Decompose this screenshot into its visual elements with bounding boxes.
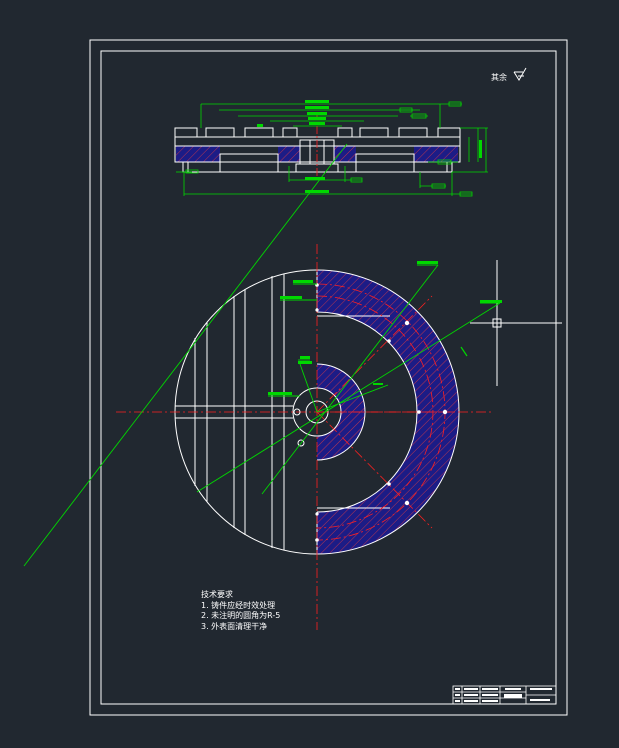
tech-requirement-item: 2. 未注明的圆角为R-5 [201,611,281,620]
section-view [174,100,488,197]
tech-requirements-title: 技术要求 [201,590,233,599]
roughness-note: 其余 [491,73,507,82]
technical-requirements: 技术要求 1. 铸件应经时效处理 2. 未注明的圆角为R-5 3. 外表面清理干… [201,590,280,632]
tech-requirement-item: 1. 铸件应经时效处理 [201,600,276,610]
tech-requirement-item: 3. 外表面清理干净 [201,621,268,631]
roughness-symbol-icon [513,67,527,81]
inner-border [100,50,557,705]
plan-view [23,143,562,630]
outer-border [89,39,568,716]
